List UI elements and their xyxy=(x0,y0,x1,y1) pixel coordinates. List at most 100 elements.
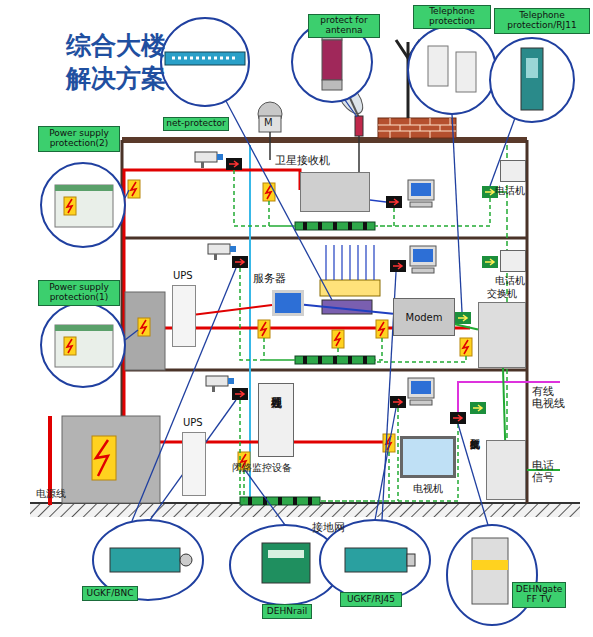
network-spd xyxy=(386,196,402,208)
node-text: Power supply protection(2) xyxy=(39,128,119,150)
callout-circle xyxy=(41,303,125,387)
telephone-spd xyxy=(455,312,471,324)
bnc-connector xyxy=(180,554,192,566)
coax-cable xyxy=(358,136,360,172)
node-text: 卫星接收机 xyxy=(275,155,375,167)
telephone: 电话机 xyxy=(500,160,526,182)
video-spd xyxy=(232,388,248,400)
roof xyxy=(122,137,527,143)
callout-label: DEHNgate FF TV xyxy=(512,582,566,608)
callout-circle xyxy=(490,38,574,122)
distribution-frame: 交换机配线架 xyxy=(486,440,526,500)
node-text: net-protector xyxy=(164,118,228,130)
telephone-spd xyxy=(482,256,498,268)
node-text: 电视机 xyxy=(413,483,463,494)
power-spd xyxy=(138,318,150,336)
ups-cabinet: UPS xyxy=(172,285,196,347)
callout-label: DEHNrail xyxy=(262,604,312,619)
node-text: 交换机 xyxy=(487,288,537,299)
hub-ports xyxy=(326,245,374,280)
television: 电视机 xyxy=(400,436,456,478)
network-riser xyxy=(249,145,251,500)
chimney xyxy=(378,118,456,138)
computer xyxy=(408,180,434,207)
callout-label: Power supply protection(2) xyxy=(38,126,120,152)
node-text: UGKF/RJ45 xyxy=(345,594,397,606)
catv-spd xyxy=(450,412,466,424)
node-text: DEHNgate FF TV xyxy=(513,584,565,606)
callout-label: Telephone protection xyxy=(413,5,491,29)
ground-bar xyxy=(295,222,375,230)
rj45-protector-product xyxy=(345,548,407,572)
line-label: 电源线 xyxy=(36,488,86,499)
ground-wire xyxy=(240,268,466,362)
node-text: 电话机 xyxy=(495,185,545,196)
telephone-protector-product xyxy=(456,52,476,92)
power-spd xyxy=(263,183,275,201)
ground-wire xyxy=(234,170,490,226)
distribution-box xyxy=(125,292,165,370)
callout-circle xyxy=(161,18,249,106)
ground-label: 接地网 xyxy=(312,522,362,534)
computer xyxy=(410,246,436,273)
rj11-protector-product xyxy=(521,48,543,110)
callout-label: net-protector xyxy=(163,117,229,131)
leader-line xyxy=(458,424,488,525)
connector-wire xyxy=(503,368,505,440)
net-protector-product xyxy=(165,52,245,65)
callout-label: Power supply protection(1) xyxy=(38,280,120,306)
line-label: 有线 电视线 xyxy=(532,386,572,410)
camera xyxy=(206,376,234,392)
callout-label: UGKF/RJ45 xyxy=(340,592,402,607)
leader-line xyxy=(132,268,236,521)
equipment-label: 闭路监控设备 xyxy=(232,462,312,473)
node-text: Power supply protection(1) xyxy=(39,282,119,304)
telephone-protector-product xyxy=(428,46,448,86)
camera xyxy=(195,152,223,168)
connector-wire xyxy=(196,305,272,315)
video-processor: 视频处理器 xyxy=(258,383,294,457)
product-stripe xyxy=(472,560,508,570)
bnc-protector-product xyxy=(110,548,180,572)
ground-bar xyxy=(240,497,320,505)
callout-circle xyxy=(447,525,537,625)
power-spd xyxy=(64,197,76,215)
leader-line xyxy=(150,400,236,520)
callout-label: protect for antenna xyxy=(308,14,380,38)
power-spd xyxy=(92,436,116,480)
floor-slab xyxy=(122,369,527,372)
antenna-mark: M xyxy=(264,117,278,128)
network-cable xyxy=(370,200,386,202)
leader-line xyxy=(245,470,285,525)
connector-wire xyxy=(304,305,393,314)
ups-cabinet: UPS xyxy=(182,432,206,496)
node-text: 视频处理器 xyxy=(270,388,282,452)
node-text: Modem xyxy=(404,311,445,324)
product-label xyxy=(526,58,538,78)
leader-line xyxy=(125,330,138,340)
callout-circle xyxy=(41,163,125,247)
diagram-title: 综合大楼 解决方案 xyxy=(66,30,176,95)
power-spd xyxy=(460,338,472,356)
coax-cable xyxy=(269,132,271,160)
dome-base xyxy=(259,116,281,132)
leader-line xyxy=(345,100,357,117)
node-text: UGKF/BNC xyxy=(85,588,136,600)
camera xyxy=(208,244,236,260)
antenna-protector xyxy=(355,116,363,136)
video-spd xyxy=(226,158,242,170)
antenna-protector-product xyxy=(322,40,342,80)
network-spd xyxy=(390,260,406,272)
line-label: 电话 信号 xyxy=(532,460,572,484)
product-ports xyxy=(172,57,238,60)
power-spd xyxy=(64,337,76,355)
node-text: UPS xyxy=(183,417,223,428)
brick-joints xyxy=(378,118,456,138)
power-spd xyxy=(258,320,270,338)
product-label xyxy=(268,550,304,558)
node-text: 服务器 xyxy=(253,273,313,285)
telephone-spd xyxy=(470,402,486,414)
telephone: 电话机 xyxy=(500,250,526,272)
callout-circle xyxy=(408,26,496,114)
network-spd xyxy=(390,396,406,408)
